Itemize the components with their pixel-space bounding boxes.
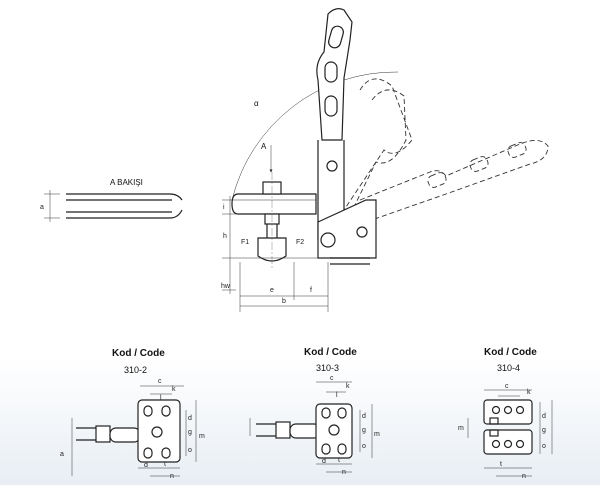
variant-code: 310-3 xyxy=(316,363,339,373)
variant-heading: Kod / Code xyxy=(112,348,165,359)
dim-a-label: a xyxy=(60,451,64,458)
dim-f1-label: F1 xyxy=(241,239,249,246)
dim-g-label: g xyxy=(362,427,366,434)
dim-c-label: c xyxy=(330,375,334,382)
dim-d-label: d xyxy=(322,458,326,465)
variant-310-2: Kod / Code 310-2 a c k l d g m o d t n xyxy=(60,348,205,480)
angle-arc xyxy=(231,71,399,201)
dim-l-label: l xyxy=(336,392,338,399)
variant-code: 310-2 xyxy=(124,365,147,375)
handle-position-3 xyxy=(349,89,407,216)
dim-d-label: d xyxy=(144,462,148,469)
dim-t-label: t xyxy=(338,457,340,464)
handle-position-2 xyxy=(343,78,413,211)
dim-f2-label: F2 xyxy=(296,239,304,246)
angle-alpha-label: α xyxy=(254,99,259,108)
dim-d-label: d xyxy=(542,413,546,420)
dim-i-label: i xyxy=(223,204,225,211)
dim-hw-label: hw xyxy=(221,283,231,290)
variant-310-3: Kod / Code 310-3 c k l d g m o d t n xyxy=(249,347,380,476)
dim-t-label: t xyxy=(500,461,502,468)
dim-t-label: t xyxy=(164,461,166,468)
dim-c-label: c xyxy=(505,383,509,390)
base-body xyxy=(317,199,377,259)
handle-position-4 xyxy=(359,140,549,223)
dim-h-label: h xyxy=(223,233,227,240)
variant-code: 310-4 xyxy=(497,363,520,373)
dim-c-label: c xyxy=(158,378,162,385)
dim-m-label: m xyxy=(458,425,464,432)
section-view-a: A BAKIŞI a xyxy=(40,178,183,222)
dim-n-label: n xyxy=(170,473,174,480)
spindle-nut xyxy=(95,425,111,443)
dim-a-label: a xyxy=(40,204,44,211)
dim-g-label: g xyxy=(542,427,546,434)
dim-o-label: o xyxy=(188,447,192,454)
dim-d-label: d xyxy=(362,413,366,420)
dim-n-label: n xyxy=(342,469,346,476)
variant-310-4: Kod / Code 310-4 c k m d g o t n xyxy=(458,347,553,480)
dim-n-label: n xyxy=(522,473,526,480)
base-plate-top xyxy=(483,399,533,425)
dim-b-label: b xyxy=(282,298,286,305)
variant-heading: Kod / Code xyxy=(484,347,537,358)
base-plate-bottom xyxy=(483,429,533,455)
main-clamp-drawing: α A F1 F2 xyxy=(221,8,549,312)
dim-m-label: m xyxy=(199,433,205,440)
dim-l-label: l xyxy=(160,395,162,402)
dim-k-label: k xyxy=(346,383,350,390)
dim-m-label: m xyxy=(374,431,380,438)
dim-g-label: g xyxy=(188,429,192,436)
dim-k-label: k xyxy=(527,389,531,396)
dim-o-label: o xyxy=(362,443,366,450)
view-a-label: A BAKIŞI xyxy=(110,178,143,187)
arrow-a-label: A xyxy=(261,142,267,151)
variant-heading: Kod / Code xyxy=(304,347,357,358)
spindle-nut xyxy=(275,421,291,439)
dim-k-label: k xyxy=(172,386,176,393)
dim-f-label: f xyxy=(310,287,312,294)
handle-upright xyxy=(316,8,353,141)
dim-e-label: e xyxy=(270,287,274,294)
dim-d-label: d xyxy=(188,415,192,422)
clamp-arm xyxy=(231,193,317,215)
dim-o-label: o xyxy=(542,443,546,450)
